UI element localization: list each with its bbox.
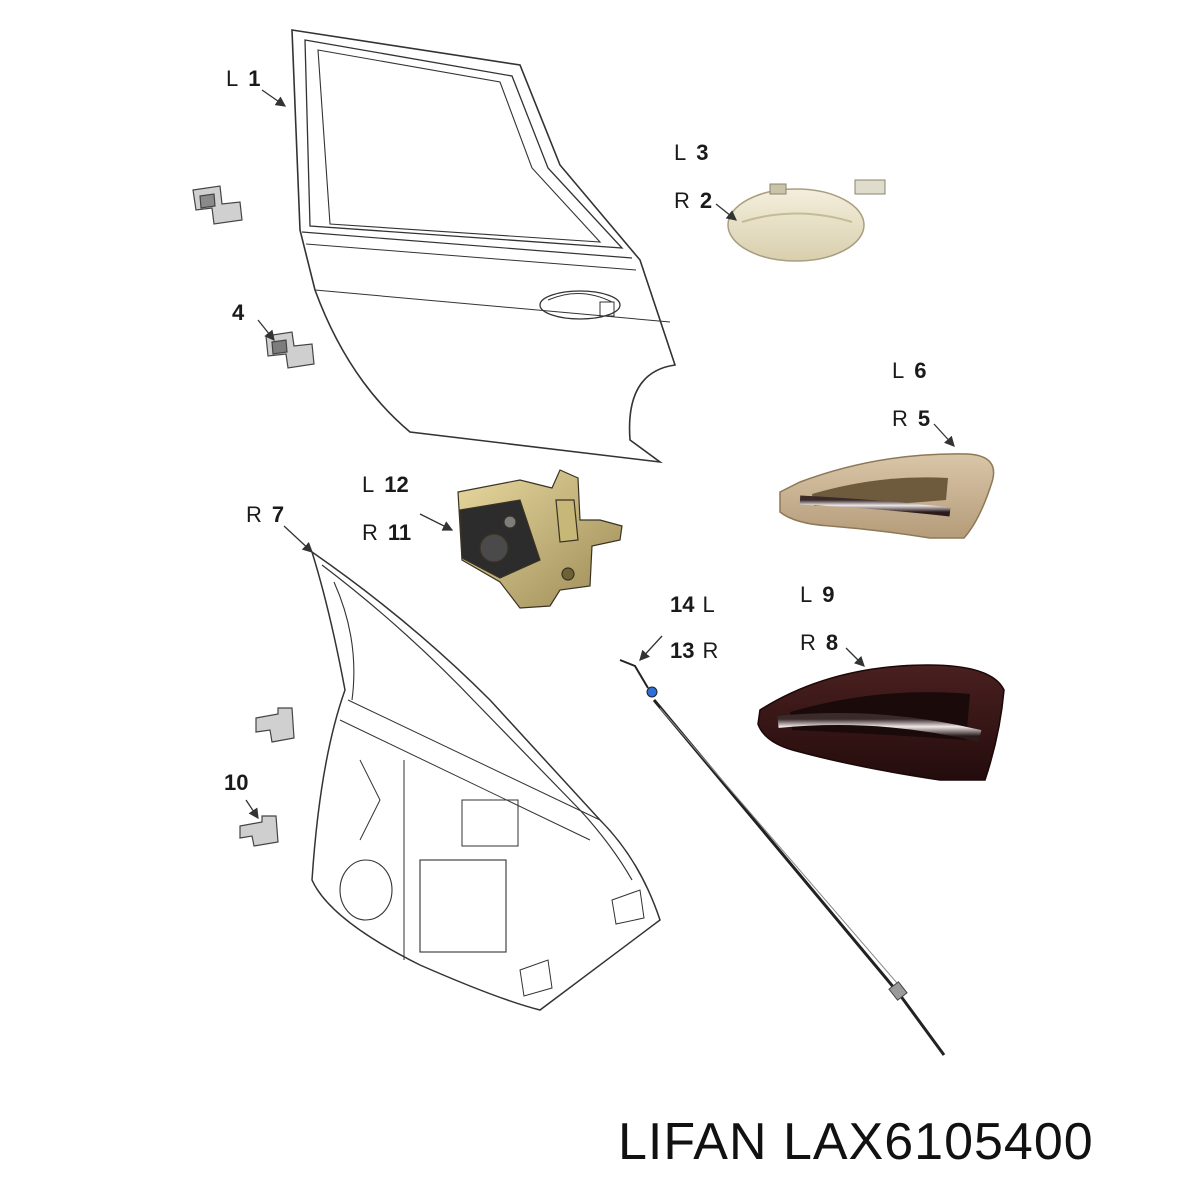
door-lock-mechanism <box>457 469 623 609</box>
callout-side: R <box>702 638 719 663</box>
callout-side: R <box>246 502 262 527</box>
inner-door-frame <box>310 550 661 1011</box>
callout-side: L <box>800 582 813 607</box>
callout-number: 12 <box>384 472 409 497</box>
callout-number: 2 <box>699 188 713 213</box>
callout-number: 14 <box>670 592 695 617</box>
callout-number: 13 <box>670 638 695 663</box>
outer-door-handle <box>727 179 886 262</box>
brand-part-number: LIFAN LAX6105400 <box>618 1113 1094 1171</box>
callout-number: 7 <box>271 502 285 527</box>
callout-number: 3 <box>696 140 709 165</box>
callout-number: 11 <box>387 520 412 545</box>
callout-side: R <box>800 630 816 655</box>
callout-10: 10 <box>224 772 248 794</box>
hinge-part-4 <box>265 331 315 369</box>
callout-13: 13 R <box>670 640 718 662</box>
callout-12: L 12 <box>362 474 409 496</box>
callout-side: R <box>674 188 690 213</box>
inner-door-handle-dark <box>757 664 1005 781</box>
callout-side: L <box>226 66 239 91</box>
callout-side: L <box>362 472 375 497</box>
callout-11: R 11 <box>362 522 411 544</box>
callout-side: R <box>362 520 378 545</box>
hinge-clip-upper <box>192 185 243 225</box>
callout-number: 1 <box>248 66 261 91</box>
callout-number: 8 <box>825 630 839 655</box>
callout-14: 14 L <box>670 594 715 616</box>
inner-door-handle-tan <box>779 453 995 539</box>
hinge-clip-lower <box>255 707 295 743</box>
hinge-part-10 <box>239 815 279 847</box>
callout-4: 4 <box>232 302 244 324</box>
callout-side: L <box>702 592 715 617</box>
callout-side: R <box>892 406 908 431</box>
callout-number: 4 <box>232 300 245 325</box>
callout-side: L <box>674 140 687 165</box>
callout-number: 9 <box>822 582 835 607</box>
callout-number: 6 <box>914 358 927 383</box>
callout-number: 5 <box>917 406 931 431</box>
callout-number: 10 <box>224 770 249 795</box>
callout-side: L <box>892 358 905 383</box>
outer-door-panel <box>291 29 677 464</box>
leader-lines <box>245 89 955 820</box>
door-lock-cable <box>619 659 946 1056</box>
